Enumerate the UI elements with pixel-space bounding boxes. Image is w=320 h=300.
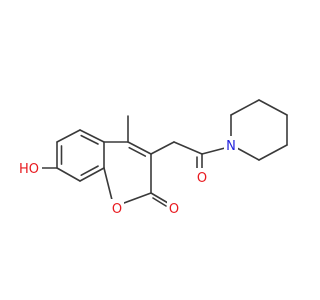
atom-o-amide-label: O (197, 171, 207, 186)
bond-oring-c2 (123, 192, 152, 204)
bond-benzene-1 (56, 129, 81, 143)
atom-o-ring-label: O (112, 202, 122, 217)
bond-pip-3 (258, 99, 288, 116)
bond-c2-olac-double (152, 197, 167, 207)
bond-benzene-4-inner (80, 165, 99, 177)
bond-camide-n (201, 147, 226, 155)
bond-pip-6 (236, 147, 260, 161)
bond-pip-2 (230, 99, 260, 116)
bond-ch2-camide (173, 141, 203, 155)
bond-c-oring (103, 167, 113, 201)
atom-ho: HO (16, 159, 42, 177)
molecule-structure-diagram: HO O O O N (16, 99, 288, 217)
atom-o-ring: O (110, 199, 124, 217)
bond-benzene-3 (56, 167, 81, 182)
bond-pip-5 (258, 144, 288, 161)
bond-layer (41, 99, 288, 207)
bond-c3-c4 (127, 141, 152, 155)
bond-c3-ch2 (150, 141, 175, 155)
atom-o-lactone: O (167, 199, 181, 217)
atom-o-amide: O (195, 168, 209, 186)
bond-c2-olac (150, 192, 169, 204)
bond-benzene-6 (79, 129, 105, 143)
atom-n-piperidine-label: N (226, 139, 236, 154)
atom-o-lactone-label: O (169, 202, 179, 217)
atom-n-piperidine: N (224, 136, 238, 154)
bond-c3-c4-inner (128, 146, 147, 157)
bond-benzene-6-inner (80, 134, 99, 145)
atom-ho-label: HO (19, 162, 39, 177)
bond-benzene-4 (79, 167, 105, 182)
